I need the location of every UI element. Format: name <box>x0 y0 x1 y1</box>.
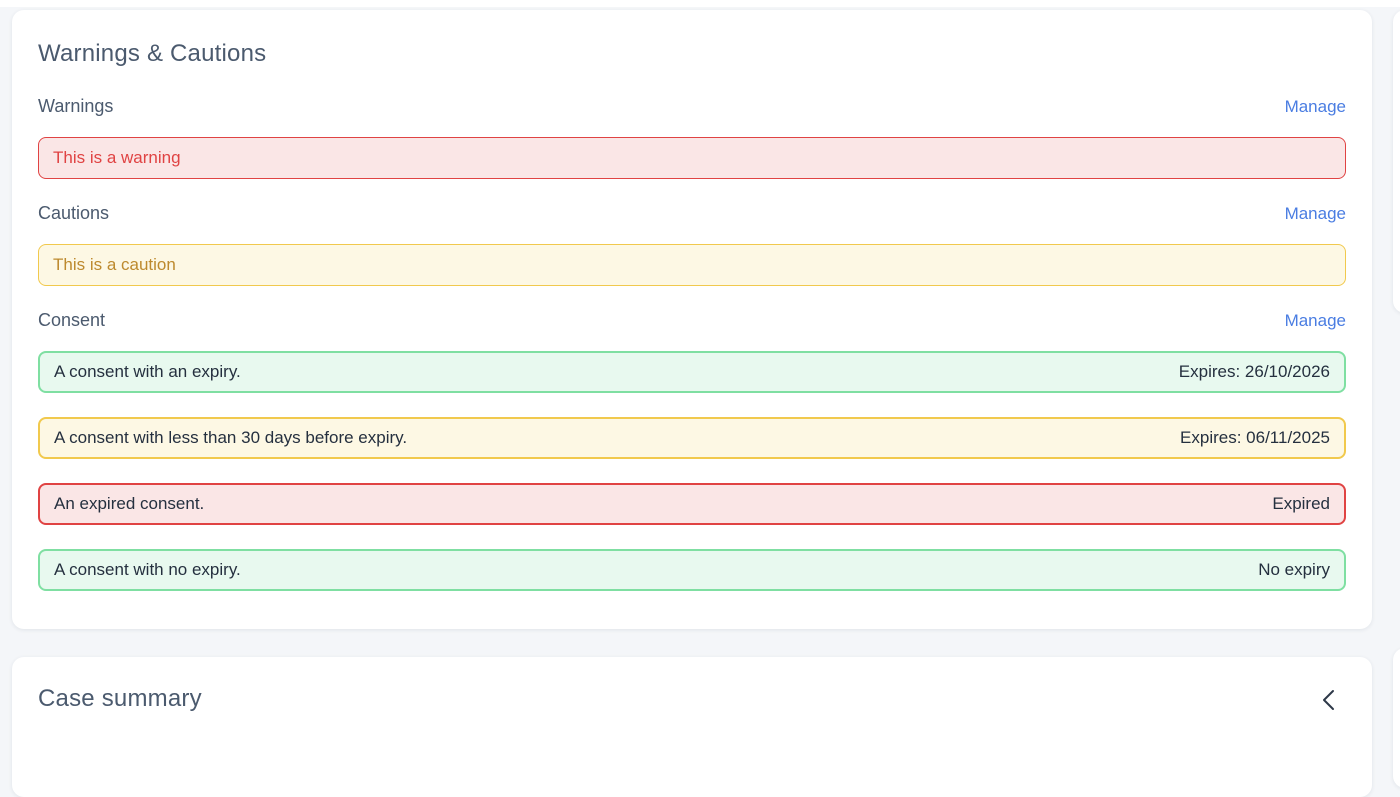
collapse-case-summary-button[interactable] <box>1317 687 1340 716</box>
cautions-section-header: Cautions Manage <box>38 203 1346 224</box>
manage-warnings-link[interactable]: Manage <box>1284 96 1346 116</box>
consent-item: A consent with no expiry. No expiry <box>38 549 1346 591</box>
caution-alert-text: This is a caution <box>53 255 176 274</box>
consent-item-text: A consent with an expiry. <box>54 362 241 381</box>
caution-alert: This is a caution <box>38 244 1346 286</box>
consent-item-text: A consent with no expiry. <box>54 560 241 579</box>
consent-item-text: An expired consent. <box>54 494 205 513</box>
consent-item: A consent with less than 30 days before … <box>38 417 1346 459</box>
manage-consent-link[interactable]: Manage <box>1284 310 1346 330</box>
warnings-cautions-card: Warnings & Cautions Warnings Manage This… <box>12 10 1372 629</box>
consent-item: A consent with an expiry. Expires: 26/10… <box>38 351 1346 393</box>
partial-side-card-top <box>1393 10 1400 313</box>
warnings-section-header: Warnings Manage <box>38 96 1346 117</box>
warnings-section-label: Warnings <box>38 96 114 116</box>
consent-item-expiry: Expired <box>1272 494 1330 513</box>
warning-alert: This is a warning <box>38 137 1346 179</box>
cautions-section-label: Cautions <box>38 203 110 223</box>
consent-section-label: Consent <box>38 310 106 330</box>
manage-cautions-link[interactable]: Manage <box>1284 203 1346 223</box>
consent-item-expiry: Expires: 26/10/2026 <box>1178 362 1330 381</box>
consent-item-expiry: No expiry <box>1258 560 1330 579</box>
top-header-edge <box>0 0 1400 7</box>
consent-item-expiry: Expires: 06/11/2025 <box>1180 428 1330 447</box>
warning-alert-text: This is a warning <box>53 148 181 167</box>
consent-section-header: Consent Manage <box>38 310 1346 331</box>
consent-item: An expired consent. Expired <box>38 483 1346 525</box>
partial-side-card-bottom <box>1393 648 1400 788</box>
case-summary-title: Case summary <box>38 685 202 712</box>
page-title: Warnings & Cautions <box>38 40 267 67</box>
case-summary-card: Case summary <box>12 657 1372 797</box>
chevron-left-icon <box>1321 690 1336 714</box>
consent-item-text: A consent with less than 30 days before … <box>54 428 408 447</box>
